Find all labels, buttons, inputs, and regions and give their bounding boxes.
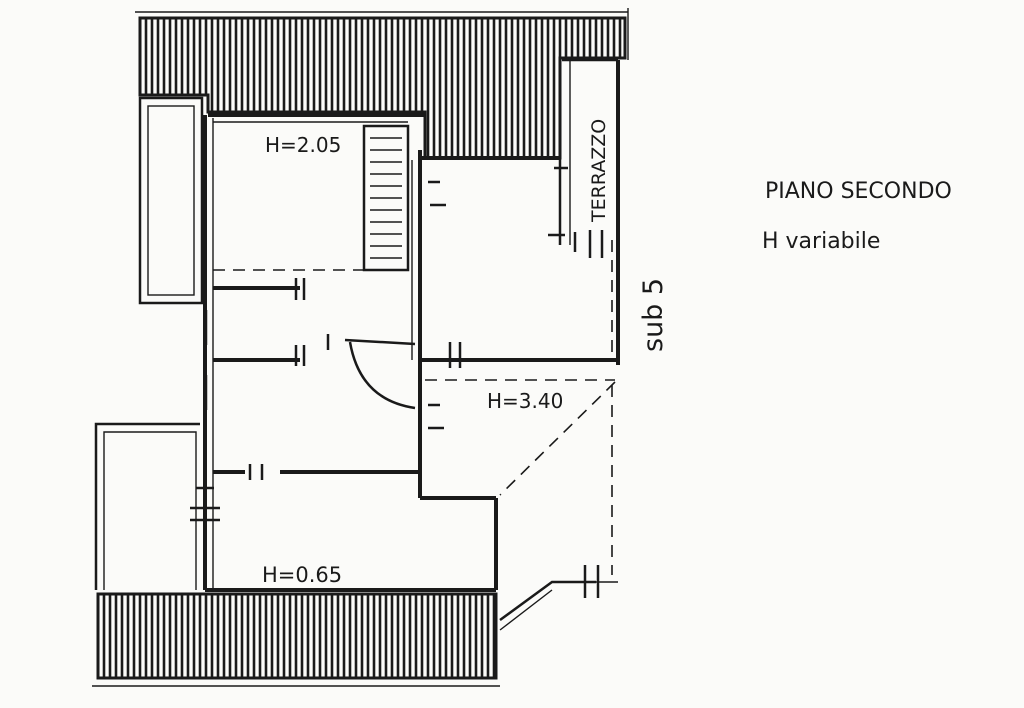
sub-label: sub 5 [638,278,669,352]
height-label-right: H=3.40 [487,389,563,413]
height-limit-lines [213,240,616,575]
roof-bottom-hatched [92,592,500,687]
terrace-label: TERRAZZO [588,119,610,223]
staircase [362,124,410,272]
roof-top-hatched [135,8,629,160]
door-swing [348,341,416,410]
lower-left-room [94,422,200,590]
height-label-bottom: H=0.65 [262,563,342,587]
drawing-subtitle: H variabile [762,229,880,254]
lower-right-edge [499,565,618,631]
height-label-top: H=2.05 [265,133,341,157]
drawing-title: PIANO SECONDO [765,179,952,204]
wall-openings [190,166,604,522]
main-walls [203,58,620,592]
left-balcony [138,96,204,305]
